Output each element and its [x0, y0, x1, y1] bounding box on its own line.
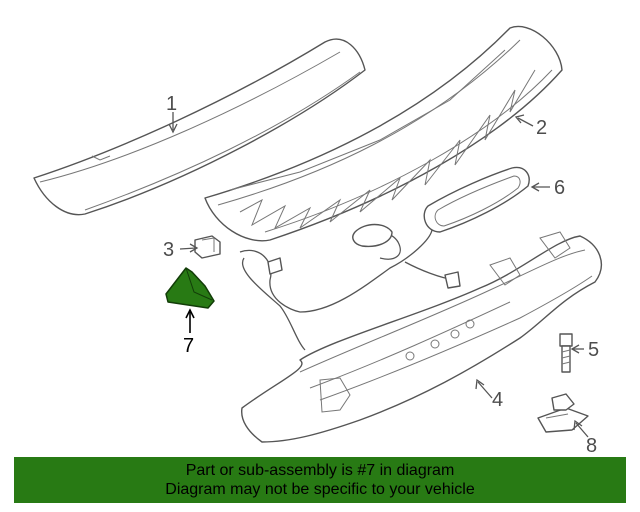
callout-2: 2 [536, 117, 547, 139]
parts-diagram: 1 2 3 4 5 6 7 8 [33, 25, 603, 455]
callout-3: 3 [163, 239, 174, 261]
leader-4 [477, 381, 493, 399]
leader-1-arrow [168, 123, 178, 134]
part-4-support-bracket [241, 231, 603, 443]
part-2-spoiler-base [204, 25, 563, 242]
callout-labels: 1 2 3 4 5 6 7 8 [163, 93, 599, 455]
part-1-spoiler [33, 38, 366, 216]
banner-line-2: Diagram may not be specific to your vehi… [165, 481, 475, 498]
callout-6: 6 [554, 177, 565, 199]
callout-7: 7 [183, 335, 194, 357]
leader-2-arrow [514, 114, 525, 124]
part-3-clip [194, 235, 221, 259]
leader-5-arrow [570, 344, 580, 354]
callout-5: 5 [588, 339, 599, 361]
leader-6-arrow [530, 182, 540, 192]
callout-1: 1 [166, 93, 177, 115]
highlighted-part-shape[interactable] [165, 267, 215, 309]
callout-4: 4 [492, 389, 503, 411]
leader-2 [517, 117, 534, 127]
leader-8-arrow [573, 419, 583, 431]
part-8-small-bracket [537, 393, 589, 433]
leader-lines [168, 112, 589, 438]
leader-3 [179, 247, 197, 250]
part-5-bolt [559, 333, 573, 373]
leader-8 [575, 422, 589, 438]
leader-7-arrow [185, 308, 195, 319]
wire-harness [239, 223, 461, 351]
part-info-banner: Part or sub-assembly is #7 in diagram Di… [14, 457, 626, 503]
callout-8: 8 [586, 435, 597, 455]
banner-line-1: Part or sub-assembly is #7 in diagram [185, 462, 455, 479]
leader-4-arrow [475, 378, 485, 390]
part-6-lamp-housing [423, 166, 530, 233]
leader-3-arrow [189, 243, 199, 253]
part-7-cover-highlighted[interactable] [165, 267, 215, 309]
